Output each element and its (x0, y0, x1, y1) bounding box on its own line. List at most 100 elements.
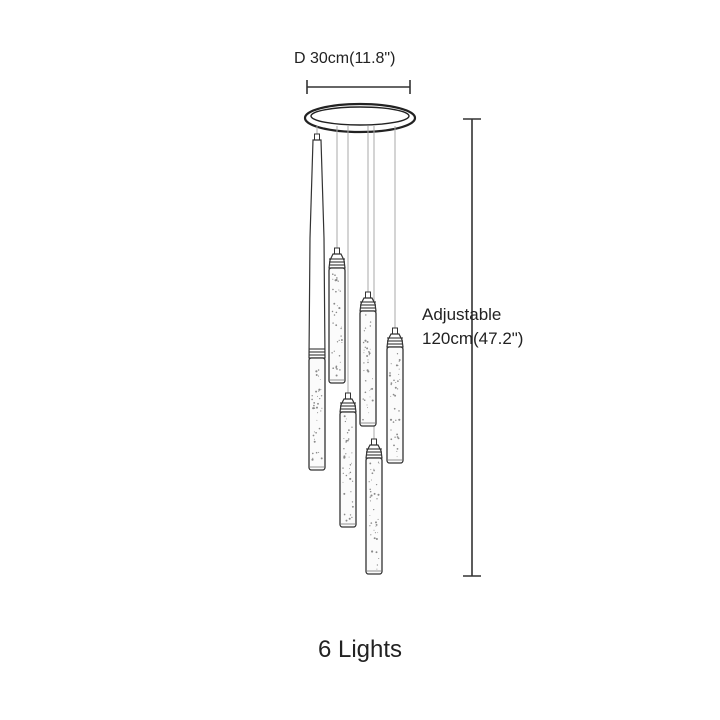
glass-bubble (315, 390, 318, 393)
glass-bubble (375, 521, 377, 524)
diameter-label: D 30cm(11.8") (294, 50, 396, 67)
glass-bubble (349, 464, 352, 466)
glass-bubble (321, 407, 323, 409)
pendant-5 (365, 438, 383, 575)
glass-bubble (312, 457, 314, 459)
glass-bubble (335, 279, 338, 282)
pendant-cap-2 (328, 253, 346, 269)
glass-bubble (335, 374, 338, 377)
glass-bubble (332, 278, 334, 280)
glass-bubble (349, 514, 352, 516)
glass-bubble (367, 361, 369, 364)
glass-bubble (370, 494, 373, 497)
glass-bubble (331, 352, 333, 354)
pendant-nub-2 (334, 247, 340, 255)
glass-bubble (393, 444, 395, 447)
glass-bubble (369, 514, 371, 516)
glass-bubble (349, 468, 351, 470)
glass-bubble (365, 314, 367, 316)
glass-bubble (363, 330, 366, 332)
pendant-tubes (308, 133, 404, 575)
glass-bubble (338, 307, 341, 310)
glass-bubble (390, 383, 392, 386)
glass-bubble (343, 513, 346, 516)
glass-bubble (320, 410, 322, 412)
glass-bubble (338, 354, 341, 357)
glass-bubble (347, 439, 349, 442)
glass-bubble (392, 421, 395, 423)
glass-bubble (368, 351, 370, 353)
glass-bubble (333, 314, 336, 316)
glass-bubble (332, 322, 334, 324)
glass-bubble (370, 469, 372, 471)
glass-bubble (398, 410, 400, 412)
height-label-line-2: 120cm(47.2") (422, 329, 524, 348)
glass-bubble (363, 352, 365, 354)
glass-bubble (399, 379, 401, 381)
glass-bubble (377, 461, 380, 463)
height-dimension (463, 118, 481, 577)
glass-bubble (396, 450, 398, 452)
glass-bubble (341, 326, 343, 328)
glass-bubble (339, 369, 341, 371)
glass-bubble (369, 390, 371, 392)
glass-bubble (394, 386, 397, 389)
glass-bubble (336, 341, 339, 343)
glass-bubble (338, 289, 340, 291)
glass-bubble (343, 492, 346, 495)
glass-bubble (364, 327, 367, 329)
glass-bubble (343, 448, 345, 450)
glass-bubble (351, 480, 354, 482)
glass-bubble (315, 431, 317, 434)
glass-bubble (375, 537, 377, 539)
glass-bubble (351, 516, 353, 519)
glass-bubble (377, 493, 380, 496)
pendant-nub-5 (371, 438, 377, 446)
glass-bubble (335, 311, 338, 314)
pendant-nub-1 (314, 133, 320, 141)
glass-bubble (351, 452, 353, 454)
glass-bubble (395, 364, 398, 367)
glass-bubble (375, 483, 378, 486)
glass-bubble (317, 369, 320, 371)
glass-bubble (370, 522, 373, 524)
glass-bubble (397, 380, 399, 382)
glass-bubble (312, 434, 315, 437)
glass-bubble (370, 388, 372, 390)
glass-bubble (396, 353, 399, 355)
glass-bubble (311, 458, 314, 461)
glass-bubble (373, 537, 376, 540)
glass-bubble (317, 402, 319, 405)
glass-bubble (369, 396, 371, 398)
pendant-glass-4 (359, 310, 377, 427)
glass-bubble (332, 367, 335, 370)
glass-bubble (373, 508, 375, 511)
light-count-caption: 6 Lights (317, 636, 403, 663)
glass-bubble (395, 419, 397, 421)
glass-bubble (340, 327, 342, 330)
glass-bubble (366, 404, 368, 406)
glass-bubble (393, 379, 395, 382)
glass-bubble (368, 481, 370, 483)
glass-bubble (313, 440, 316, 443)
glass-bubble (376, 568, 378, 570)
glass-bubble (390, 429, 392, 431)
glass-bubble (339, 361, 341, 363)
glass-bubble (373, 469, 375, 472)
glass-bubble (332, 273, 334, 275)
glass-bubble (345, 441, 347, 443)
glass-bubble (313, 404, 315, 407)
glass-bubble (371, 472, 374, 475)
glass-bubble (398, 368, 400, 370)
glass-bubble (369, 491, 372, 493)
glass-bubble (366, 355, 369, 357)
glass-bubble (378, 557, 380, 560)
glass-bubble (315, 370, 318, 373)
glass-bubble (389, 372, 391, 374)
height-label: Adjustable 120cm(47.2") (422, 303, 523, 351)
pendant-cap-1 (308, 139, 326, 359)
glass-bubble (368, 352, 371, 355)
glass-bubble (319, 397, 321, 400)
glass-bubble (367, 359, 369, 361)
glass-bubble (347, 438, 350, 440)
